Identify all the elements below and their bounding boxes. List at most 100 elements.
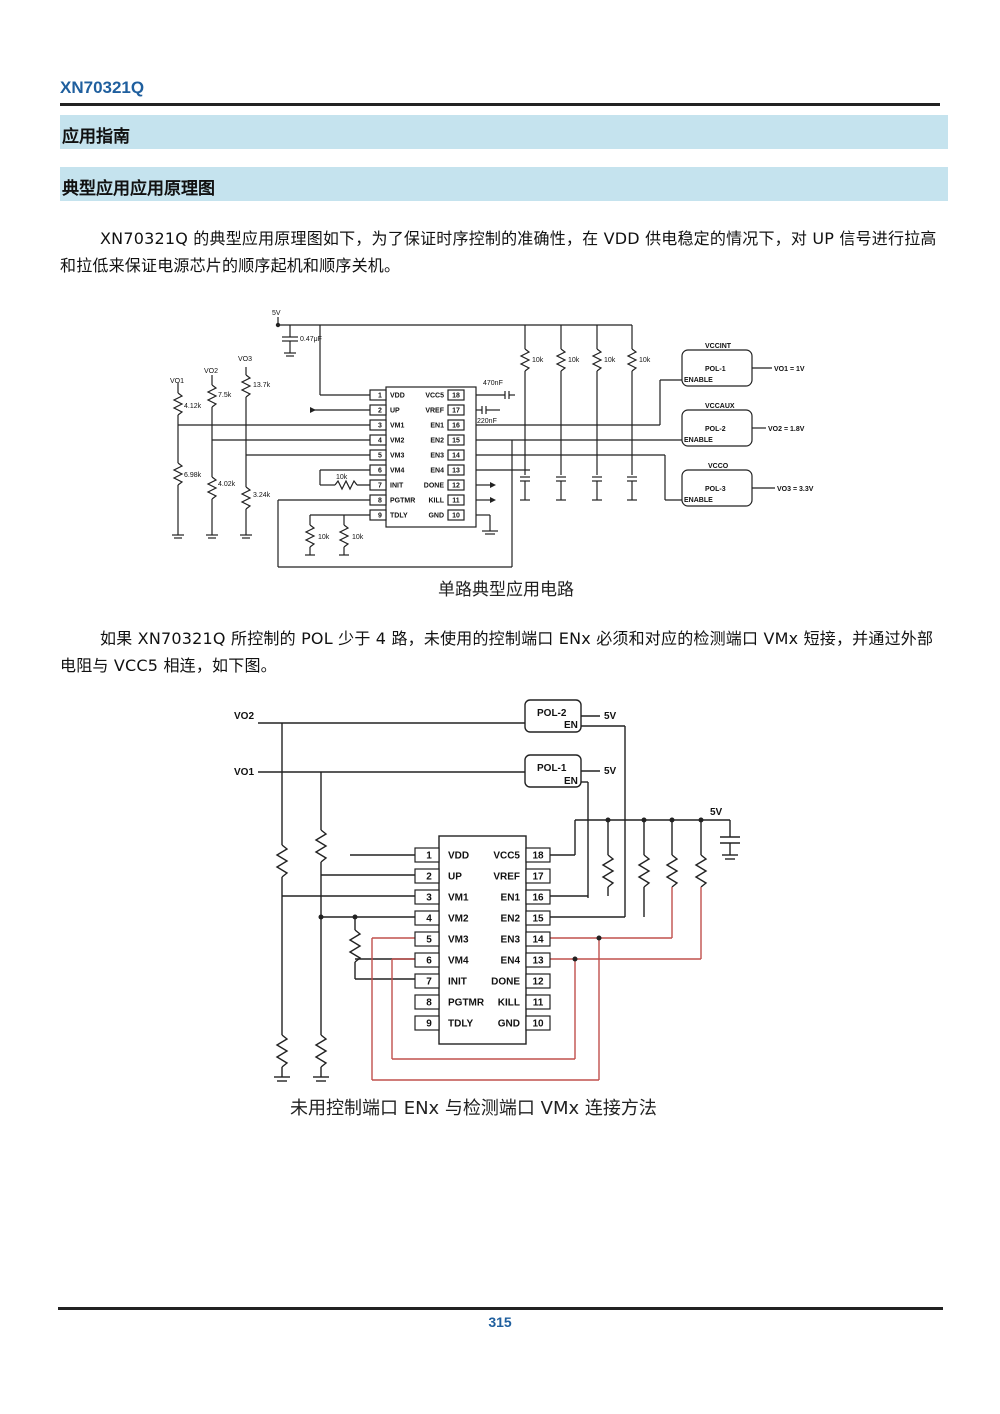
f1-pin-name-left: VDD — [390, 392, 405, 399]
f2-pol1-en: EN — [564, 776, 578, 787]
f2-pin-num-left: 3 — [426, 892, 432, 903]
f1-pin-box-left — [369, 464, 387, 476]
f1-div-bot-2: 4.02k — [218, 481, 236, 488]
f2-pin-num-right: 14 — [532, 934, 544, 945]
f1-pin-name-left: TDLY — [390, 512, 408, 519]
f2-pol2-supply: 5V — [604, 711, 617, 722]
f2-pin-box-right — [525, 868, 551, 884]
f1-pin-box-right — [447, 419, 465, 431]
f1-pin-box-right — [447, 404, 465, 416]
f1-vo1: VO1 — [170, 378, 184, 385]
f2-pin-box-right — [525, 994, 551, 1010]
f2-pin-num-left: 6 — [426, 955, 432, 966]
f2-pin-num-right: 18 — [532, 850, 544, 861]
f2-pin-box-left — [414, 994, 440, 1010]
section-title-app-guide: 应用指南 — [62, 127, 130, 147]
page-number: 315 — [488, 1314, 512, 1330]
f2-pin-box-left — [414, 868, 440, 884]
f2-pol1-name: POL-1 — [537, 763, 567, 774]
f1-pol2-name: POL-2 — [705, 426, 726, 433]
f1-pol3-rail: VCCO — [708, 463, 729, 470]
f2-pin-box-right — [525, 952, 551, 968]
f1-pin-name-left: VM3 — [390, 452, 405, 459]
f1-pin-name-left: UP — [390, 407, 400, 414]
f2-pin-name-right: EN3 — [501, 934, 521, 945]
f1-pin-box-left — [369, 479, 387, 491]
section-bar-typical: 典型应用应用原理图 — [60, 167, 948, 201]
f1-pin-box-left — [369, 449, 387, 461]
f1-pin-box-right — [447, 389, 465, 401]
f2-pin-name-left: INIT — [448, 976, 467, 987]
f2-pin-box-right — [525, 847, 551, 863]
f1-init-res: 10k — [336, 474, 348, 481]
f1-pin-num-left: 7 — [378, 482, 382, 489]
f1-pin-num-right: 10 — [452, 512, 460, 519]
f2-pin-box-left — [414, 847, 440, 863]
f1-pol2-enable: ENABLE — [684, 437, 713, 444]
f2-pin-name-left: TDLY — [448, 1018, 474, 1029]
f1-pol1-rail: VCCINT — [705, 343, 732, 350]
f2-pin-num-left: 2 — [426, 871, 432, 882]
f1-div-bot-1: 6.98k — [184, 472, 202, 479]
f2-pin-name-right: EN1 — [501, 892, 521, 903]
f1-pin-num-left: 3 — [378, 422, 382, 429]
f2-pin-box-right — [525, 973, 551, 989]
f2-pin-num-left: 9 — [426, 1018, 432, 1029]
f1-pin-num-right: 16 — [452, 422, 460, 429]
f1-pol3-enable: ENABLE — [684, 497, 713, 504]
part-number: XN70321Q — [60, 78, 145, 97]
f2-pin-name-right: EN2 — [501, 913, 521, 924]
f1-pol2-rail: VCCAUX — [705, 403, 735, 410]
f1-pin-num-right: 17 — [452, 407, 460, 414]
footer-rule — [58, 1307, 943, 1310]
schematic-typical-single: 5V 0.47μF 470nF 220nF 10k 10k 10k 10k VO… — [170, 310, 814, 568]
f2-pin-box-left — [414, 910, 440, 926]
f1-pin-name-right: VCC5 — [425, 392, 444, 399]
f1-pin-name-left: VM1 — [390, 422, 405, 429]
f2-pin-name-right: GND — [498, 1018, 520, 1029]
f2-pin-name-left: PGTMR — [448, 997, 485, 1008]
f1-vo3: VO3 — [238, 356, 252, 363]
figure1-caption: 单路典型应用电路 — [438, 580, 574, 600]
f2-pin-box-left — [414, 889, 440, 905]
f2-pin-num-right: 12 — [532, 976, 544, 987]
f1-vo2: VO2 — [204, 368, 218, 375]
f2-pin-name-left: VDD — [448, 850, 469, 861]
f1-pin-name-right: VREF — [425, 407, 444, 414]
f2-pin-num-right: 11 — [533, 997, 544, 1008]
f2-pin-box-right — [525, 889, 551, 905]
f2-pol1-supply: 5V — [604, 766, 617, 777]
f1-pin-box-right — [447, 494, 465, 506]
f2-pin-name-left: VM3 — [448, 934, 469, 945]
f2-pin-box-right — [525, 931, 551, 947]
f2-pin-num-right: 13 — [532, 955, 544, 966]
f1-div-top-3: 13.7k — [253, 382, 271, 389]
figure2-caption: 未用控制端口 ENx 与检测端口 VMx 连接方法 — [290, 1098, 657, 1119]
paragraph-unused: 如果 XN70321Q 所控制的 POL 少于 4 路，未使用的控制端口 ENx… — [60, 629, 934, 675]
f1-pin-name-right: EN4 — [430, 467, 444, 474]
f1-pol1-enable: ENABLE — [684, 377, 713, 384]
f2-pin-box-left — [414, 931, 440, 947]
f2-pin-num-left: 1 — [426, 850, 432, 861]
f1-pin-name-right: EN3 — [430, 452, 444, 459]
f1-pin-num-left: 5 — [378, 452, 382, 459]
section-bar-app-guide: 应用指南 — [60, 115, 948, 149]
paragraph-intro: XN70321Q 的典型应用原理图如下，为了保证时序控制的准确性，在 VDD 供… — [60, 229, 937, 275]
f1-pin-box-left — [369, 419, 387, 431]
f2-pin-num-left: 8 — [426, 997, 432, 1008]
f2-pin-name-right: VREF — [493, 871, 520, 882]
f2-pin-num-left: 5 — [426, 934, 432, 945]
header-rule — [60, 103, 940, 106]
f1-pin-name-right: KILL — [428, 497, 444, 504]
f1-pin-num-right: 15 — [452, 437, 460, 444]
f1-pin-num-left: 8 — [378, 497, 382, 504]
section-title-typical: 典型应用应用原理图 — [62, 179, 215, 199]
f2-supply: 5V — [710, 807, 723, 818]
f2-pin-name-left: UP — [448, 871, 462, 882]
f1-pin-name-right: DONE — [424, 482, 445, 489]
f1-pin-num-right: 13 — [452, 467, 460, 474]
f2-pol2-en: EN — [564, 720, 578, 731]
f2-pin-name-right: VCC5 — [493, 850, 520, 861]
f1-pin-name-left: PGTMR — [390, 497, 415, 504]
